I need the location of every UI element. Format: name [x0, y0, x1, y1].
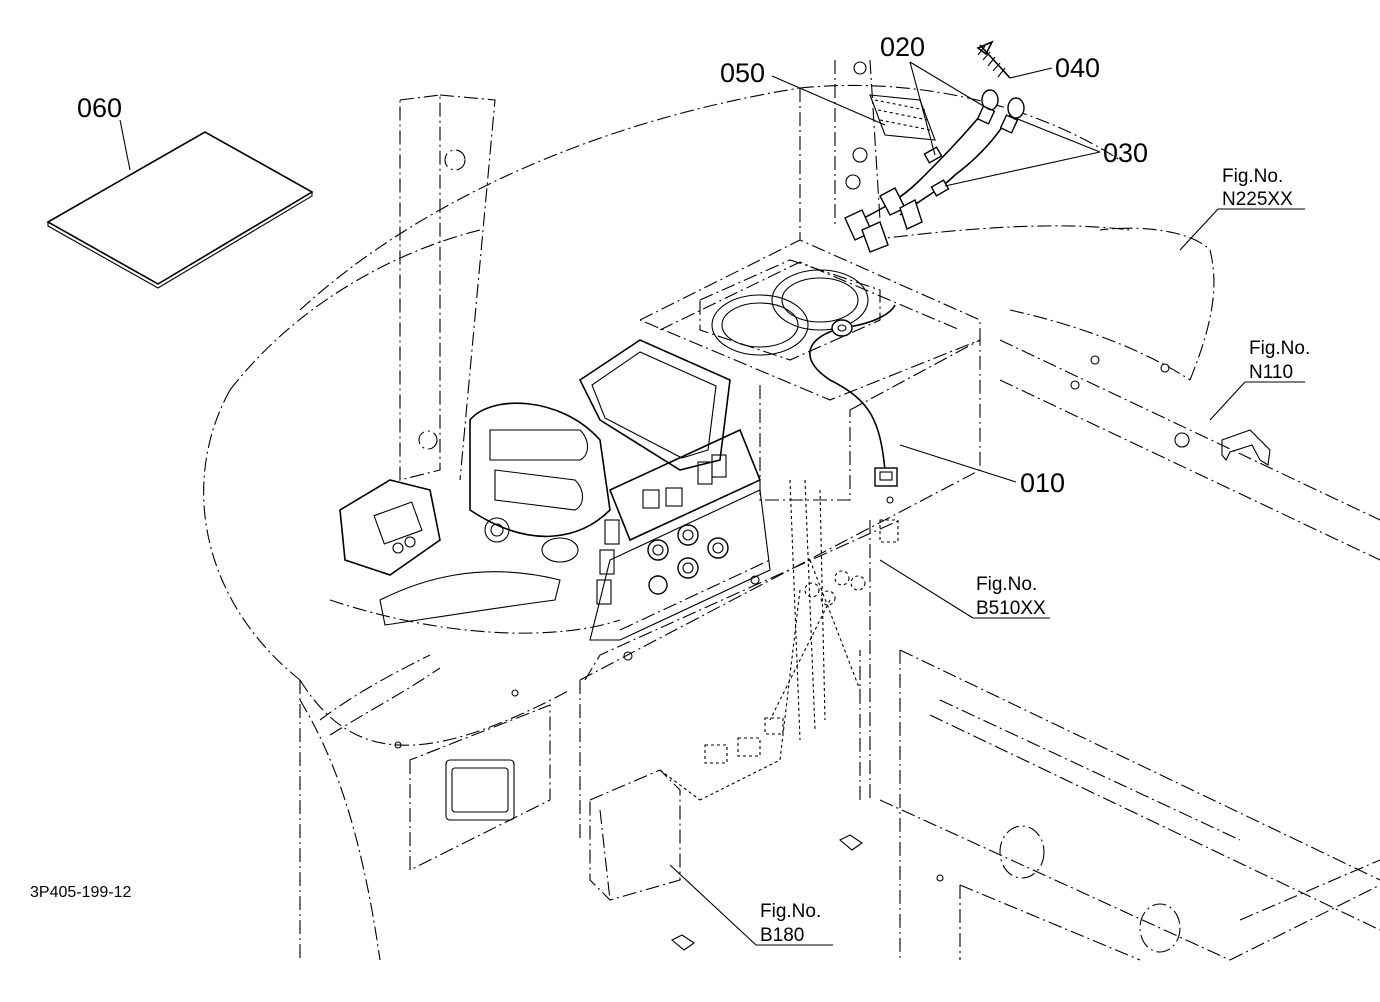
part-label-040: 040 — [1055, 53, 1100, 83]
figure-ref-prefix: Fig.No. — [760, 901, 821, 922]
part-label-060: 060 — [77, 93, 122, 123]
figure-ref-b180[interactable]: Fig.No. B180 — [760, 901, 821, 946]
figure-ref-n225xx[interactable]: Fig.No. N225XX — [1222, 166, 1293, 210]
figure-ref-prefix: Fig.No. — [1249, 338, 1310, 359]
frame-hardware — [394, 355, 1271, 951]
cab-outline — [203, 84, 1380, 961]
figure-ref-prefix: Fig.No. — [976, 574, 1037, 595]
figure-ref-b510xx[interactable]: Fig.No. B510XX — [976, 574, 1046, 619]
upper-harness — [844, 89, 1025, 253]
figure-ref-code: B510XX — [976, 598, 1046, 619]
figure-ref-prefix: Fig.No. — [1222, 166, 1283, 187]
figure-ref-code: N225XX — [1222, 189, 1293, 210]
part-label-020: 020 — [880, 32, 925, 62]
console-panel — [299, 239, 981, 871]
figure-ref-n110[interactable]: Fig.No. N110 — [1249, 338, 1310, 383]
rops-post-left — [399, 94, 496, 481]
part-label-050: 050 — [720, 58, 765, 88]
part-label-030: 030 — [1103, 138, 1148, 168]
figure-ref-code: B180 — [760, 925, 804, 946]
instrument-cluster — [469, 339, 771, 641]
figure-ref-code: N110 — [1249, 362, 1293, 383]
rops-post-right — [799, 59, 881, 240]
cup-holder — [699, 259, 881, 361]
control-knobs — [647, 524, 729, 595]
controller-box — [589, 769, 701, 901]
wiring-harness-010 — [809, 304, 898, 487]
part-label-010: 010 — [1020, 468, 1065, 498]
operator-manual-060 — [46, 131, 314, 289]
bolt-040 — [976, 40, 1011, 79]
console-wiring — [699, 479, 899, 801]
leader-lines — [119, 61, 1305, 946]
left-display-box — [339, 479, 579, 626]
drawing-number: 3P405-199-12 — [30, 884, 132, 901]
